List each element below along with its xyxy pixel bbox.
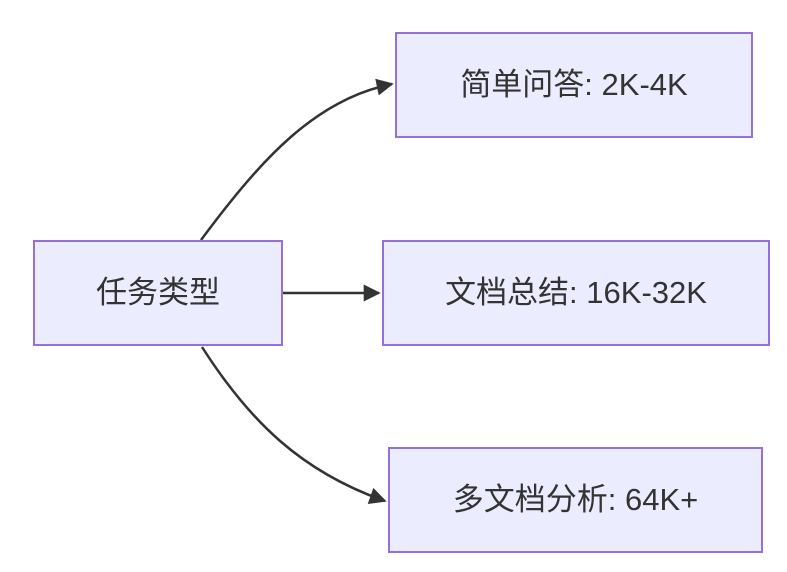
node-multi-doc: 多文档分析: 64K+ [388, 447, 763, 553]
node-doc-summary: 文档总结: 16K-32K [382, 240, 770, 346]
edge-task-type-to-simple-qa [199, 78, 394, 241]
node-doc-summary-label: 文档总结: 16K-32K [445, 275, 707, 311]
node-multi-doc-label: 多文档分析: 64K+ [452, 482, 699, 518]
node-task-type-label: 任务类型 [96, 275, 220, 311]
node-simple-qa-label: 简单问答: 2K-4K [460, 67, 688, 103]
node-simple-qa: 简单问答: 2K-4K [395, 32, 753, 138]
node-task-type: 任务类型 [33, 240, 283, 346]
edge-task-type-to-multi-doc [200, 346, 387, 504]
